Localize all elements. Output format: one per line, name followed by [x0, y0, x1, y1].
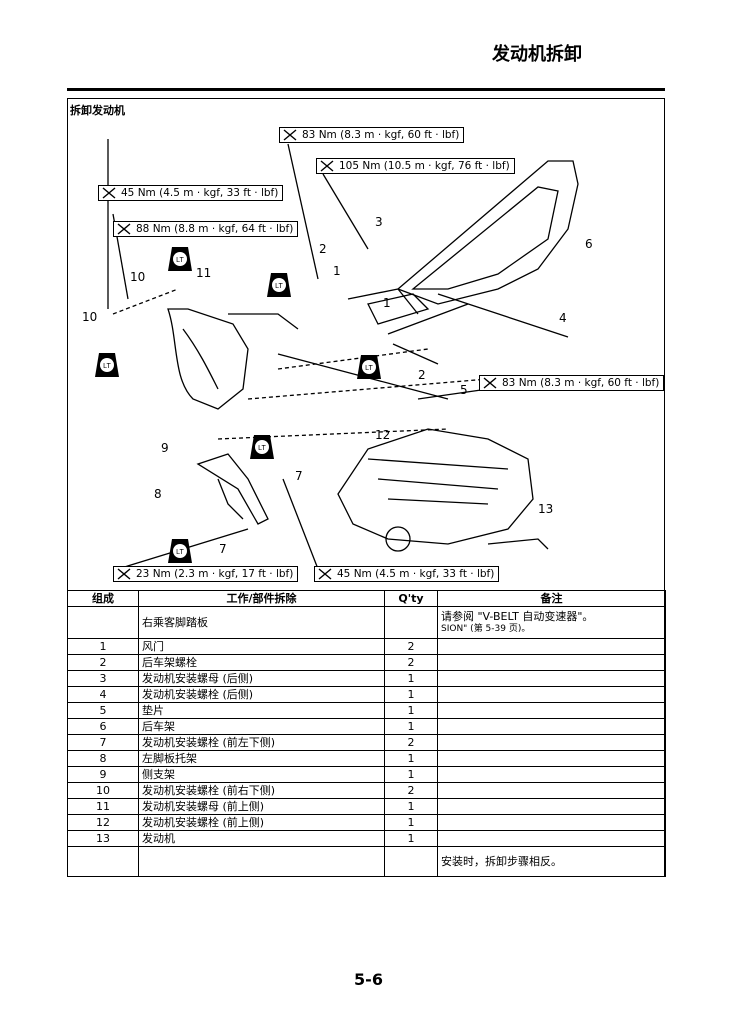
engine-exploded-diagram: LT LT LT LT LT LT: [95, 139, 579, 570]
callout-number: 13: [538, 502, 554, 516]
side-stand: [196, 453, 269, 525]
svg-text:LT: LT: [176, 257, 184, 264]
rear-frame-outline: [396, 160, 579, 305]
table-row: 安装时，拆卸步骤相反。: [67, 846, 666, 877]
svg-text:LT: LT: [176, 549, 184, 556]
callout-number: 7: [219, 542, 227, 556]
header-qty: Q'ty: [384, 590, 438, 607]
torque-spec: 23 Nm (2.3 m · kgf, 17 ft · lbf): [113, 566, 299, 582]
wrench-icon: [283, 129, 297, 141]
section-title: 拆卸发动机: [70, 104, 125, 117]
callout-number: 9: [161, 441, 169, 455]
wrench-icon: [320, 160, 334, 172]
table-row: 右乘客脚踏板 请参阅 "V-BELT 自动变速器"。 SION" (第 5-39…: [67, 606, 666, 639]
torque-spec: 83 Nm (8.3 m · kgf, 60 ft · lbf): [479, 375, 665, 391]
header-notes: 备注: [437, 590, 666, 607]
parts-table: 组成 工作/部件拆除 Q'ty 备注 右乘客脚踏板 请参阅 "V-BELT 自动…: [67, 590, 666, 877]
header-group: 组成: [67, 590, 139, 607]
wrench-icon: [318, 568, 332, 580]
callout-number: 3: [375, 215, 383, 229]
callout-number: 6: [585, 237, 593, 251]
callout-number: 2: [319, 242, 327, 256]
callout-number: 5: [460, 383, 468, 397]
torque-spec: 45 Nm (4.5 m · kgf, 33 ft · lbf): [98, 185, 284, 201]
page-number: 5-6: [354, 970, 383, 989]
callout-number: 2: [418, 368, 426, 382]
callout-number: 12: [375, 428, 391, 442]
wrench-icon: [117, 568, 131, 580]
svg-text:LT: LT: [103, 363, 111, 370]
footer-note: 安装时，拆卸步骤相反。: [437, 846, 666, 877]
svg-text:LT: LT: [258, 445, 266, 452]
callout-number: 10: [130, 270, 146, 284]
lt-badges: LT LT LT LT LT LT: [95, 247, 381, 563]
rear-frame-inner: [411, 186, 559, 290]
svg-text:LT: LT: [275, 283, 283, 290]
engine-block: [337, 428, 534, 545]
wrench-icon: [117, 223, 131, 235]
callout-number: 10: [82, 310, 98, 324]
frame-bracket: [367, 293, 430, 325]
torque-spec: 105 Nm (10.5 m · kgf, 76 ft · lbf): [316, 158, 515, 174]
callout-number: 1: [383, 296, 391, 310]
svg-text:LT: LT: [365, 365, 373, 372]
callout-number: 11: [196, 266, 212, 280]
table-header-row: 组成 工作/部件拆除 Q'ty 备注: [67, 590, 666, 607]
header-rule: [67, 88, 665, 91]
callout-number: 4: [559, 311, 567, 325]
header-part: 工作/部件拆除: [138, 590, 385, 607]
front-cover: [167, 308, 249, 410]
content-frame: [67, 98, 665, 877]
callout-number: 1: [333, 264, 341, 278]
torque-spec: 83 Nm (8.3 m · kgf, 60 ft · lbf): [279, 127, 465, 143]
wrench-icon: [102, 187, 116, 199]
wrench-icon: [483, 377, 497, 389]
torque-spec: 45 Nm (4.5 m · kgf, 33 ft · lbf): [314, 566, 500, 582]
callout-number: 7: [295, 469, 303, 483]
torque-spec: 88 Nm (8.8 m · kgf, 64 ft · lbf): [113, 221, 299, 237]
callout-number: 8: [154, 487, 162, 501]
page-title: 发动机拆卸: [492, 44, 582, 65]
